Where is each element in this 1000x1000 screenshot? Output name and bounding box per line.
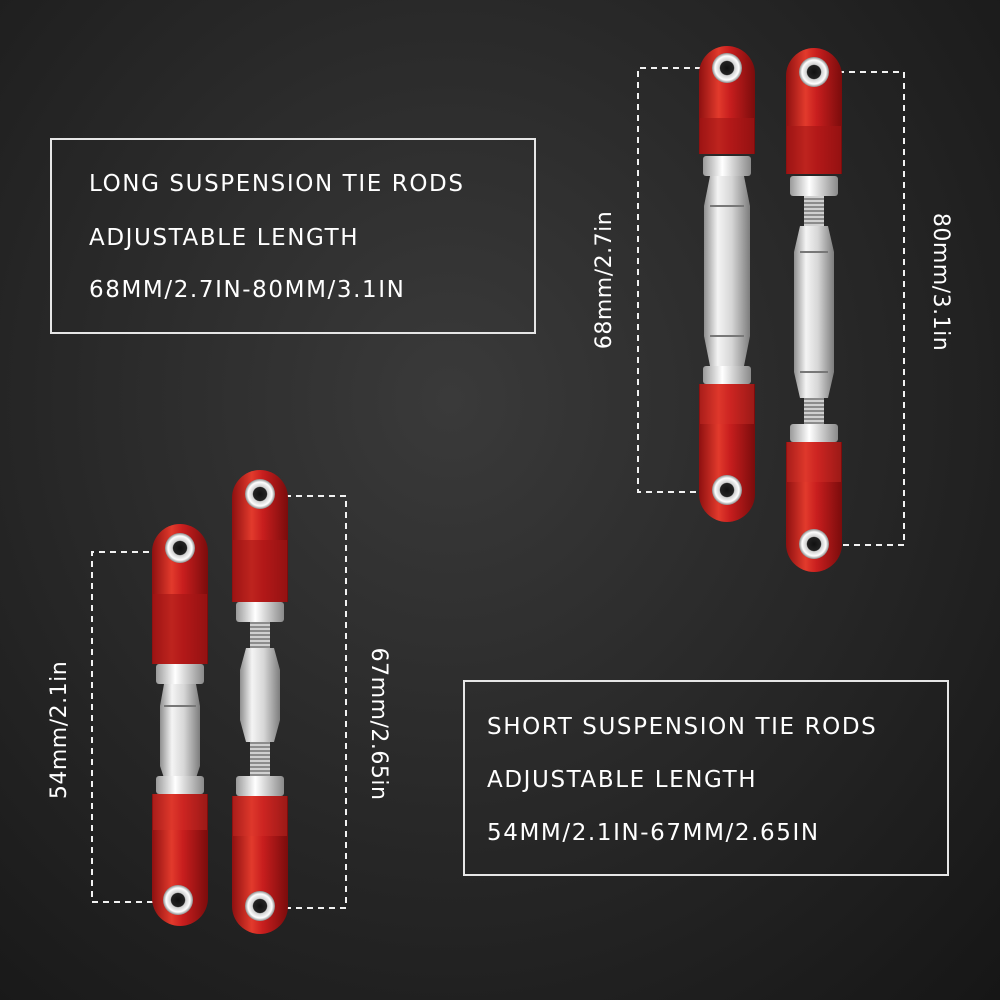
dimension-lines — [91, 67, 905, 909]
short-rods-heading: SHORT SUSPENSION TIE RODS — [487, 714, 878, 740]
short-max-dimension-line — [285, 495, 347, 909]
short-tie-rod-67mm — [232, 470, 288, 934]
long-tie-rod-68mm — [699, 46, 755, 522]
long-max-dimension-line — [838, 71, 905, 546]
long-rods-info-box: LONG SUSPENSION TIE RODS ADJUSTABLE LENG… — [50, 138, 536, 334]
long-min-length-label: 68mm/2.7in — [592, 210, 617, 350]
short-rods-subheading: ADJUSTABLE LENGTH — [487, 767, 758, 793]
long-max-length-label: 80mm/3.1in — [928, 212, 953, 352]
short-min-dimension-line — [91, 551, 160, 903]
long-rods-subheading: ADJUSTABLE LENGTH — [89, 225, 360, 251]
short-tie-rod-54mm — [152, 524, 208, 926]
long-rods-range: 68MM/2.7IN-80MM/3.1IN — [89, 277, 406, 303]
long-min-dimension-line — [637, 67, 712, 493]
short-rods-range: 54MM/2.1IN-67MM/2.65IN — [487, 820, 820, 846]
long-tie-rod-80mm — [786, 48, 842, 572]
short-min-length-label: 54mm/2.1in — [47, 660, 72, 800]
short-rods-info-box: SHORT SUSPENSION TIE RODS ADJUSTABLE LEN… — [463, 680, 949, 876]
long-rods-heading: LONG SUSPENSION TIE RODS — [89, 171, 465, 197]
short-max-length-label: 67mm/2.65in — [366, 647, 391, 801]
